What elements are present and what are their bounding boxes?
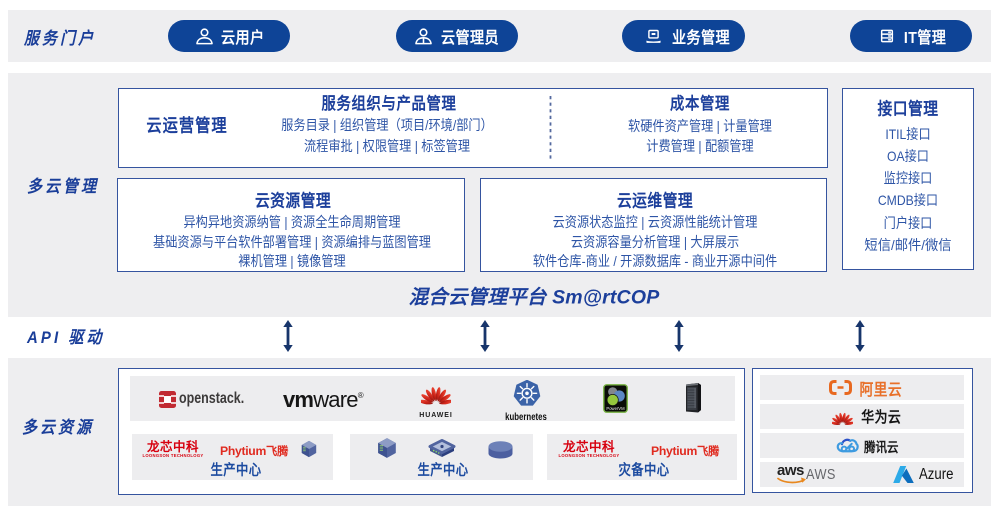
svg-text:PowerVM: PowerVM	[606, 406, 625, 411]
